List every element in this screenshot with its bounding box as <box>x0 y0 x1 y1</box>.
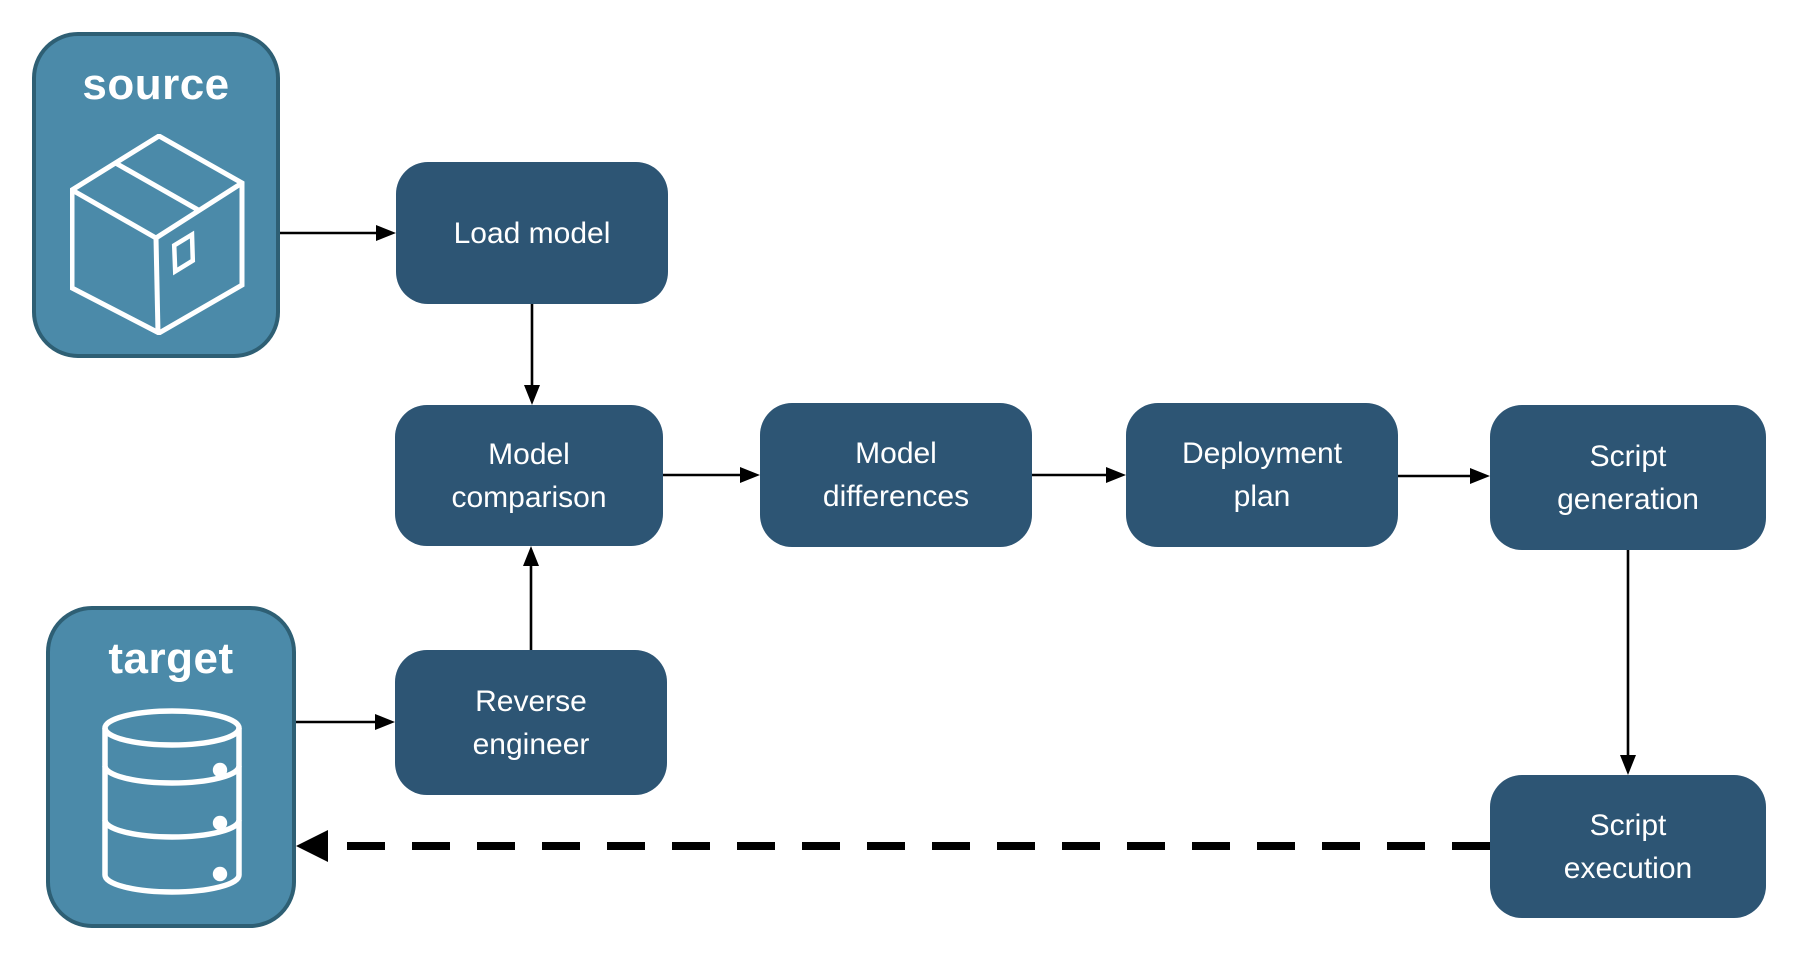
database-icon <box>102 708 242 895</box>
deployment-plan-node: Deployment plan <box>1126 403 1398 547</box>
edge-load-model-to-model-comparison <box>524 304 540 405</box>
script-generation-label-line2: generation <box>1557 482 1699 516</box>
edge-deployment-plan-to-script-generation <box>1398 468 1490 484</box>
edge-model-differences-to-deployment-plan <box>1032 467 1126 483</box>
edge-source-to-load-model <box>280 225 396 241</box>
edge-model-comparison-to-model-differences <box>663 467 760 483</box>
model-comparison-label-line2: comparison <box>451 480 607 514</box>
edge-reverse-engineer-to-model-comparison <box>523 546 539 650</box>
load-model-node: Load model <box>396 162 668 304</box>
reverse-engineer-label-line2: engineer <box>472 727 590 761</box>
load-model-label: Load model <box>453 216 611 250</box>
model-comparison-label-line1: Model <box>488 437 570 471</box>
script-generation-node: Script generation <box>1490 405 1766 550</box>
edge-script-execution-to-target-dashed <box>296 830 1490 862</box>
script-execution-label-line2: execution <box>1563 851 1693 885</box>
model-differences-label-line2: differences <box>822 480 970 513</box>
package-icon <box>70 134 245 335</box>
script-execution-label-line1: Script <box>1589 808 1667 842</box>
reverse-engineer-label-line1: Reverse <box>475 684 587 718</box>
source-node: source <box>32 32 280 358</box>
script-execution-node: Script execution <box>1490 775 1766 918</box>
deployment-plan-label-line2: plan <box>1233 480 1291 513</box>
model-differences-node: Model differences <box>760 403 1032 547</box>
script-generation-label-line1: Script <box>1589 439 1667 473</box>
edge-target-to-reverse-engineer <box>296 714 395 730</box>
model-differences-label-line1: Model <box>855 437 937 470</box>
deployment-plan-label-line1: Deployment <box>1181 437 1343 470</box>
target-label: target <box>108 634 234 683</box>
source-label: source <box>82 60 230 109</box>
model-comparison-node: Model comparison <box>395 405 663 546</box>
edge-script-generation-to-script-execution <box>1620 550 1636 775</box>
reverse-engineer-node: Reverse engineer <box>395 650 667 795</box>
target-node: target <box>46 606 296 928</box>
